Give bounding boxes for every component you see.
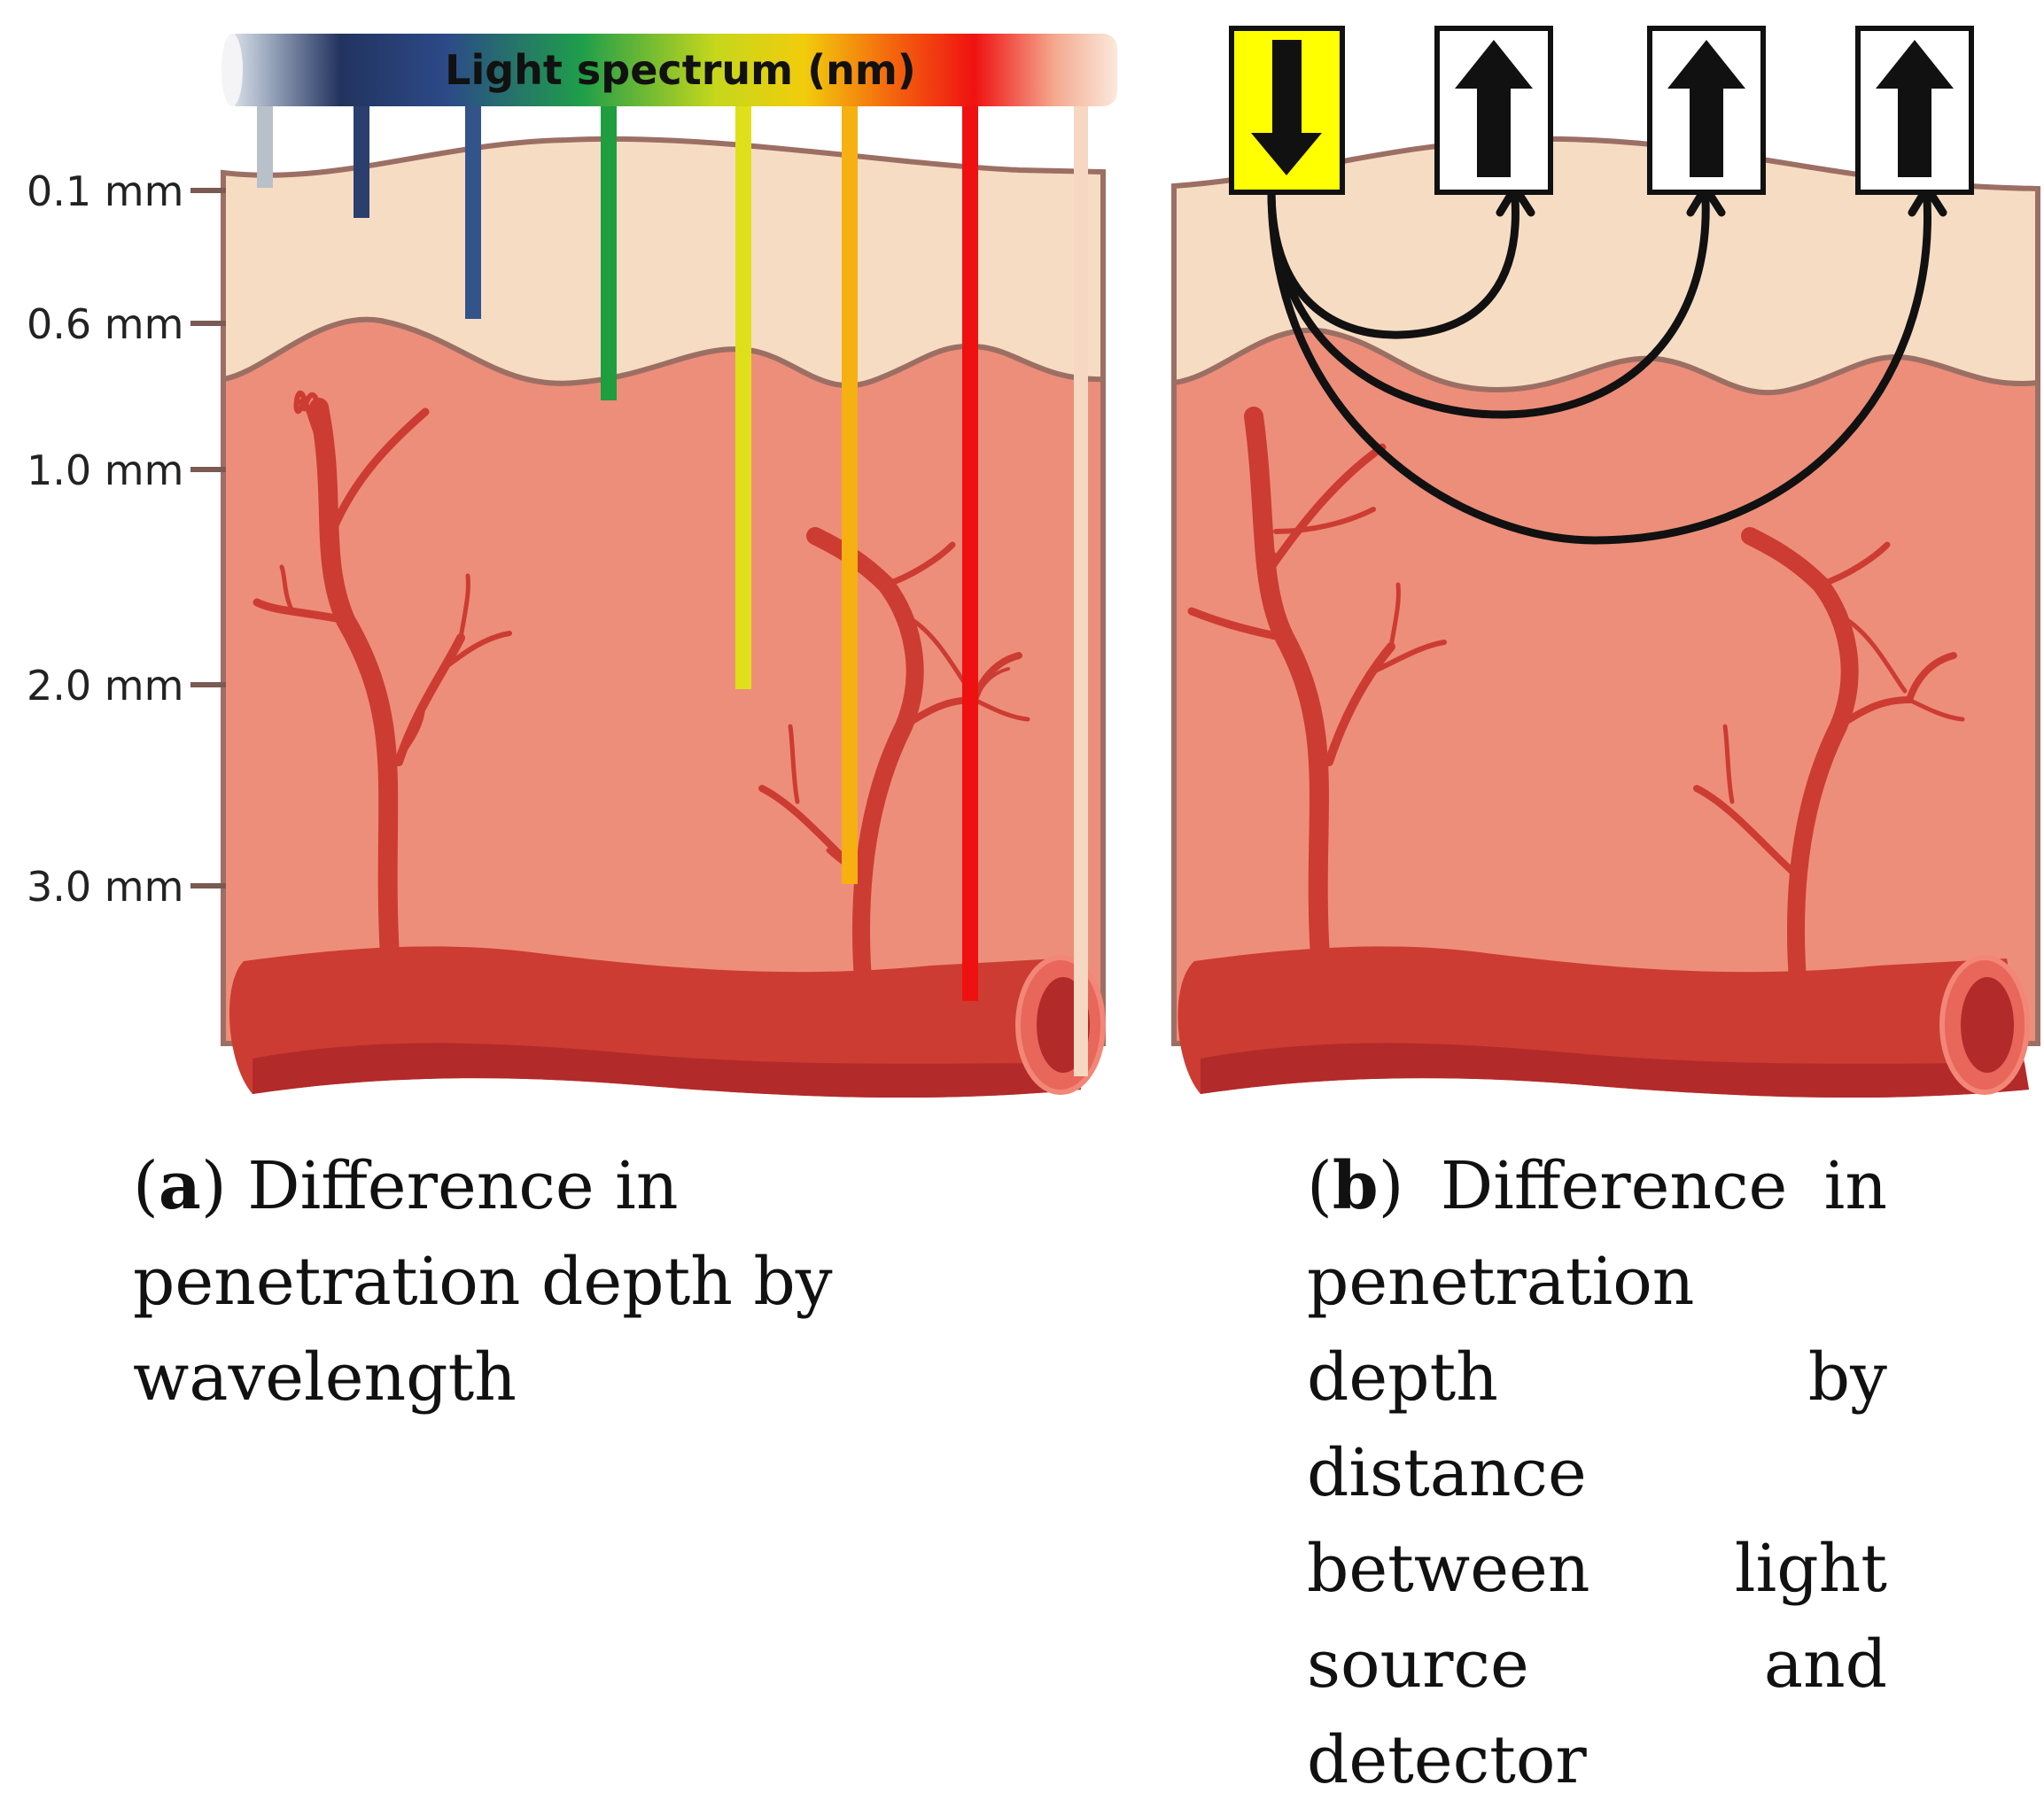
light-source bbox=[1229, 26, 1345, 195]
depth-tick: 0.1 mm bbox=[27, 167, 226, 215]
svg-text:1.0 mm: 1.0 mm bbox=[27, 446, 183, 494]
svg-text:0.6 mm: 0.6 mm bbox=[27, 300, 183, 348]
capillary-right bbox=[1693, 527, 1965, 1001]
skin-penetration-figure: 0.1 mm 0.6 mm 1.0 mm 2.0 mm 3.0 mm bbox=[27, 26, 2040, 1098]
beam-1 bbox=[354, 89, 369, 218]
depth-tick: 1.0 mm bbox=[27, 446, 226, 494]
panel-a: 0.1 mm 0.6 mm 1.0 mm 2.0 mm 3.0 mm bbox=[27, 34, 1117, 1098]
caption-text: Difference in penetration depth by dista… bbox=[1307, 1148, 1887, 1798]
beam-7 bbox=[1074, 89, 1088, 1076]
panel-b bbox=[1171, 26, 2040, 1098]
caption-a: (a) Difference in penetration depth by w… bbox=[133, 1148, 833, 1416]
capillary-left bbox=[1187, 407, 1447, 966]
detector bbox=[1434, 26, 1553, 195]
epidermis-layer bbox=[221, 136, 1106, 389]
depth-tick: 0.6 mm bbox=[27, 300, 226, 348]
spectrum-bar: Light spectrum (nm) bbox=[221, 34, 1117, 106]
depth-tick: 3.0 mm bbox=[27, 863, 226, 911]
depth-axis: 0.1 mm 0.6 mm 1.0 mm 2.0 mm 3.0 mm bbox=[27, 167, 226, 911]
beam-6 bbox=[962, 89, 978, 1001]
caption-b: (b) Difference in penetration depth by d… bbox=[1307, 1148, 1887, 1798]
caption-letter: a bbox=[158, 1148, 201, 1224]
light-beams bbox=[257, 89, 1088, 1076]
svg-text:0.1 mm: 0.1 mm bbox=[27, 167, 183, 215]
beam-3 bbox=[601, 89, 617, 400]
depth-tick: 2.0 mm bbox=[27, 662, 226, 710]
capillary-left bbox=[253, 391, 512, 966]
up-arrow-icon bbox=[1455, 40, 1533, 177]
caption-text: Difference in penetration depth by wavel… bbox=[133, 1148, 833, 1416]
light-path-short bbox=[1267, 186, 1519, 339]
beam-5 bbox=[842, 89, 858, 884]
svg-text:2.0 mm: 2.0 mm bbox=[27, 662, 183, 710]
svg-text:3.0 mm: 3.0 mm bbox=[27, 863, 183, 911]
spectrum-title: Light spectrum (nm) bbox=[445, 46, 916, 94]
blood-vessel-b bbox=[1177, 946, 2030, 1098]
beam-2 bbox=[465, 89, 481, 319]
beam-0 bbox=[257, 89, 273, 188]
up-arrow-icon bbox=[1667, 40, 1745, 177]
detector bbox=[1855, 26, 1974, 195]
caption-letter: b bbox=[1332, 1148, 1379, 1224]
up-arrow-icon bbox=[1876, 40, 1954, 177]
light-path-long bbox=[1267, 186, 1931, 545]
detector bbox=[1647, 26, 1766, 195]
down-arrow-icon bbox=[1251, 40, 1322, 175]
beam-4 bbox=[735, 89, 751, 689]
light-path-medium bbox=[1267, 186, 1710, 419]
